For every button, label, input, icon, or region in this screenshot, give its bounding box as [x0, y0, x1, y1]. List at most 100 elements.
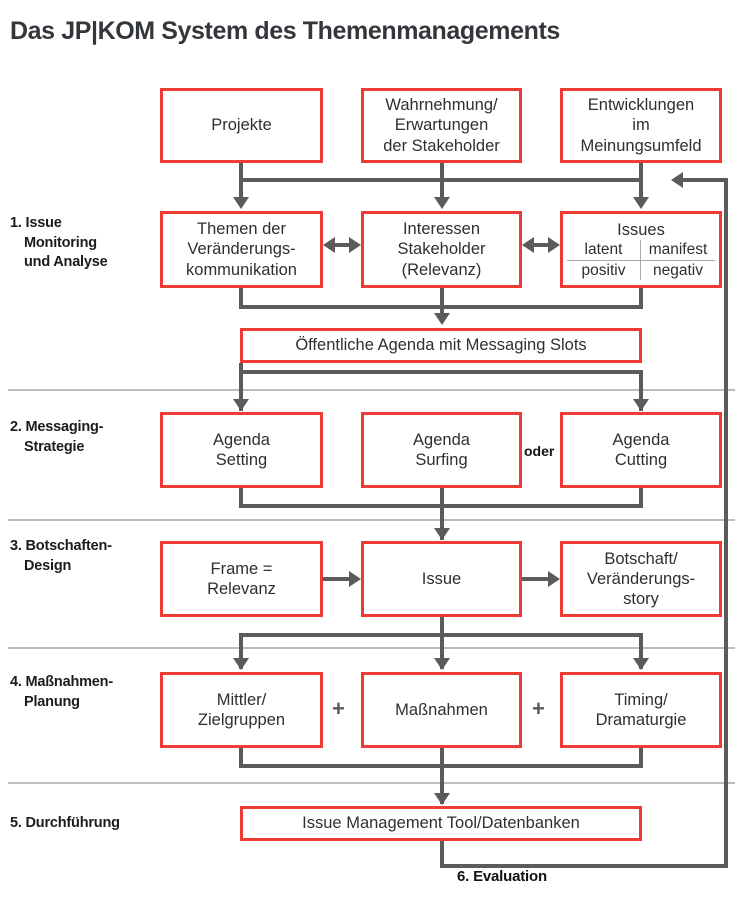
box-issues[interactable]: Issues latent manifest positiv negativ — [560, 211, 722, 288]
stage-label-durchfuehrung: 5. Durchführung — [10, 814, 120, 834]
arrowhead-down-row2-col3 — [633, 399, 649, 411]
arrowhead-down-col1 — [233, 197, 249, 209]
arrowhead-right — [548, 237, 560, 253]
issues-cell-positiv: positiv — [567, 260, 641, 280]
stage-line-1: 1. Issue — [10, 215, 62, 231]
connector-wahrnehmung-stub — [440, 163, 444, 180]
connector-row3-down-col3 — [639, 633, 643, 669]
connector-drop-col1 — [239, 178, 243, 200]
issues-heading: Issues — [617, 221, 665, 240]
connector-bidir-themen-interessen — [323, 237, 361, 253]
box-mittler-zielgruppen[interactable]: Mittler/Zielgruppen — [160, 672, 323, 748]
connector-shaft — [330, 243, 354, 247]
box-timing-dramaturgie[interactable]: Timing/Dramaturgie — [560, 672, 722, 748]
connector-row4-drop-tool — [440, 748, 444, 804]
arrowhead-right — [548, 571, 560, 587]
arrowhead-down-issue — [434, 528, 450, 540]
feedback-loop-top — [683, 178, 728, 182]
arrowhead-down-col3 — [633, 197, 649, 209]
arrowhead-down-row4-col3 — [633, 658, 649, 670]
connector-drop-col3 — [639, 178, 643, 200]
arrowhead-left — [522, 237, 534, 253]
box-issue-management-tool[interactable]: Issue Management Tool/Datenbanken — [240, 806, 642, 841]
stage-line-3: und Analyse — [24, 254, 108, 271]
divider-massnahmen — [8, 647, 735, 649]
connector-row3-down-col1 — [239, 633, 243, 669]
connector-agenda-split-bus — [239, 370, 643, 374]
stage-line-1: 5. Durchführung — [10, 815, 120, 831]
issues-cell-manifest: manifest — [641, 240, 715, 261]
arrowhead-down-col2 — [434, 197, 450, 209]
connector-row4-up-col1 — [239, 748, 243, 768]
stage-line-1: 2. Messaging- — [10, 419, 104, 435]
issues-matrix: latent manifest positiv negativ — [567, 240, 715, 280]
arrowhead-down-row4-col1 — [233, 658, 249, 670]
stage-label-botschaften: 3. Botschaften- Design — [10, 537, 112, 576]
issues-cell-latent: latent — [567, 240, 641, 261]
connector-shaft — [529, 243, 553, 247]
stage-line-1: 3. Botschaften- — [10, 538, 112, 554]
stage-line-2: Design — [24, 557, 72, 574]
arrowhead-down-row4-col2 — [434, 658, 450, 670]
page-title: Das JP|KOM System des Themenmanagements — [10, 17, 560, 45]
feedback-loop-bottom — [440, 864, 728, 868]
issues-cell-negativ: negativ — [653, 261, 703, 279]
connector-row2-up-col3 — [639, 488, 643, 508]
stage-label-monitoring: 1. Issue Monitoring und Analyse — [10, 214, 108, 273]
connector-tool-to-evaluation — [440, 841, 444, 868]
connector-drop-col2 — [440, 178, 444, 200]
box-issue[interactable]: Issue — [361, 541, 522, 617]
stage-line-2: Strategie — [24, 438, 85, 455]
connector-row1-up-col3 — [639, 288, 643, 308]
stage-line-1: 4. Maßnahmen- — [10, 674, 113, 690]
arrowhead-feedback-left — [671, 172, 683, 188]
connector-row1-up-col1 — [239, 288, 243, 308]
evaluation-label: 6. Evaluation — [457, 868, 547, 885]
connector-row4-up-col3 — [639, 748, 643, 768]
connector-shaft — [522, 577, 551, 581]
box-oeffentliche-agenda[interactable]: Öffentliche Agenda mit Messaging Slots — [240, 328, 642, 363]
stage-line-2: Monitoring — [24, 234, 97, 251]
stage-label-massnahmen: 4. Maßnahmen- Planung — [10, 673, 113, 712]
connector-label-oder: oder — [524, 443, 555, 459]
connector-entwicklungen-stub — [639, 163, 643, 180]
stage-line-2: Planung — [24, 693, 80, 710]
box-botschaft-veraenderungsstory[interactable]: Botschaft/Veränderungs-story — [560, 541, 722, 617]
connector-agenda-down-col3 — [639, 370, 643, 411]
connector-issue-to-botschaft — [522, 571, 560, 587]
divider-durchfuehrung — [8, 782, 735, 784]
stage-label-messaging: 2. Messaging- Strategie — [10, 418, 103, 457]
connector-label-plus-1: + — [332, 696, 345, 721]
issues-content: Issues latent manifest positiv negativ — [567, 216, 715, 283]
arrowhead-left — [323, 237, 335, 253]
box-frame-relevanz[interactable]: Frame =Relevanz — [160, 541, 323, 617]
arrowhead-down-tool — [434, 793, 450, 805]
arrowhead-right — [349, 571, 361, 587]
connector-agenda-down-col1 — [239, 363, 243, 411]
connector-label-plus-2: + — [532, 696, 545, 721]
connector-projekte-stub — [239, 163, 243, 180]
input-box-projekte[interactable]: Projekte — [160, 88, 323, 163]
connector-row2-up-col1 — [239, 488, 243, 508]
connector-row3-center-down — [440, 617, 444, 669]
connector-row3-split-bus — [239, 633, 643, 637]
box-massnahmen[interactable]: Maßnahmen — [361, 672, 522, 748]
connector-bidir-interessen-issues — [522, 237, 560, 253]
connector-row1-drop-agenda — [440, 288, 444, 316]
arrowhead-right — [349, 237, 361, 253]
arrowhead-down-agenda — [434, 313, 450, 325]
divider-botschaften — [8, 519, 735, 521]
divider-messaging — [8, 389, 735, 391]
feedback-loop-right — [724, 178, 728, 868]
connector-shaft — [323, 577, 352, 581]
connector-row2-drop-issue — [440, 488, 444, 540]
arrowhead-down-row2-col1 — [233, 399, 249, 411]
